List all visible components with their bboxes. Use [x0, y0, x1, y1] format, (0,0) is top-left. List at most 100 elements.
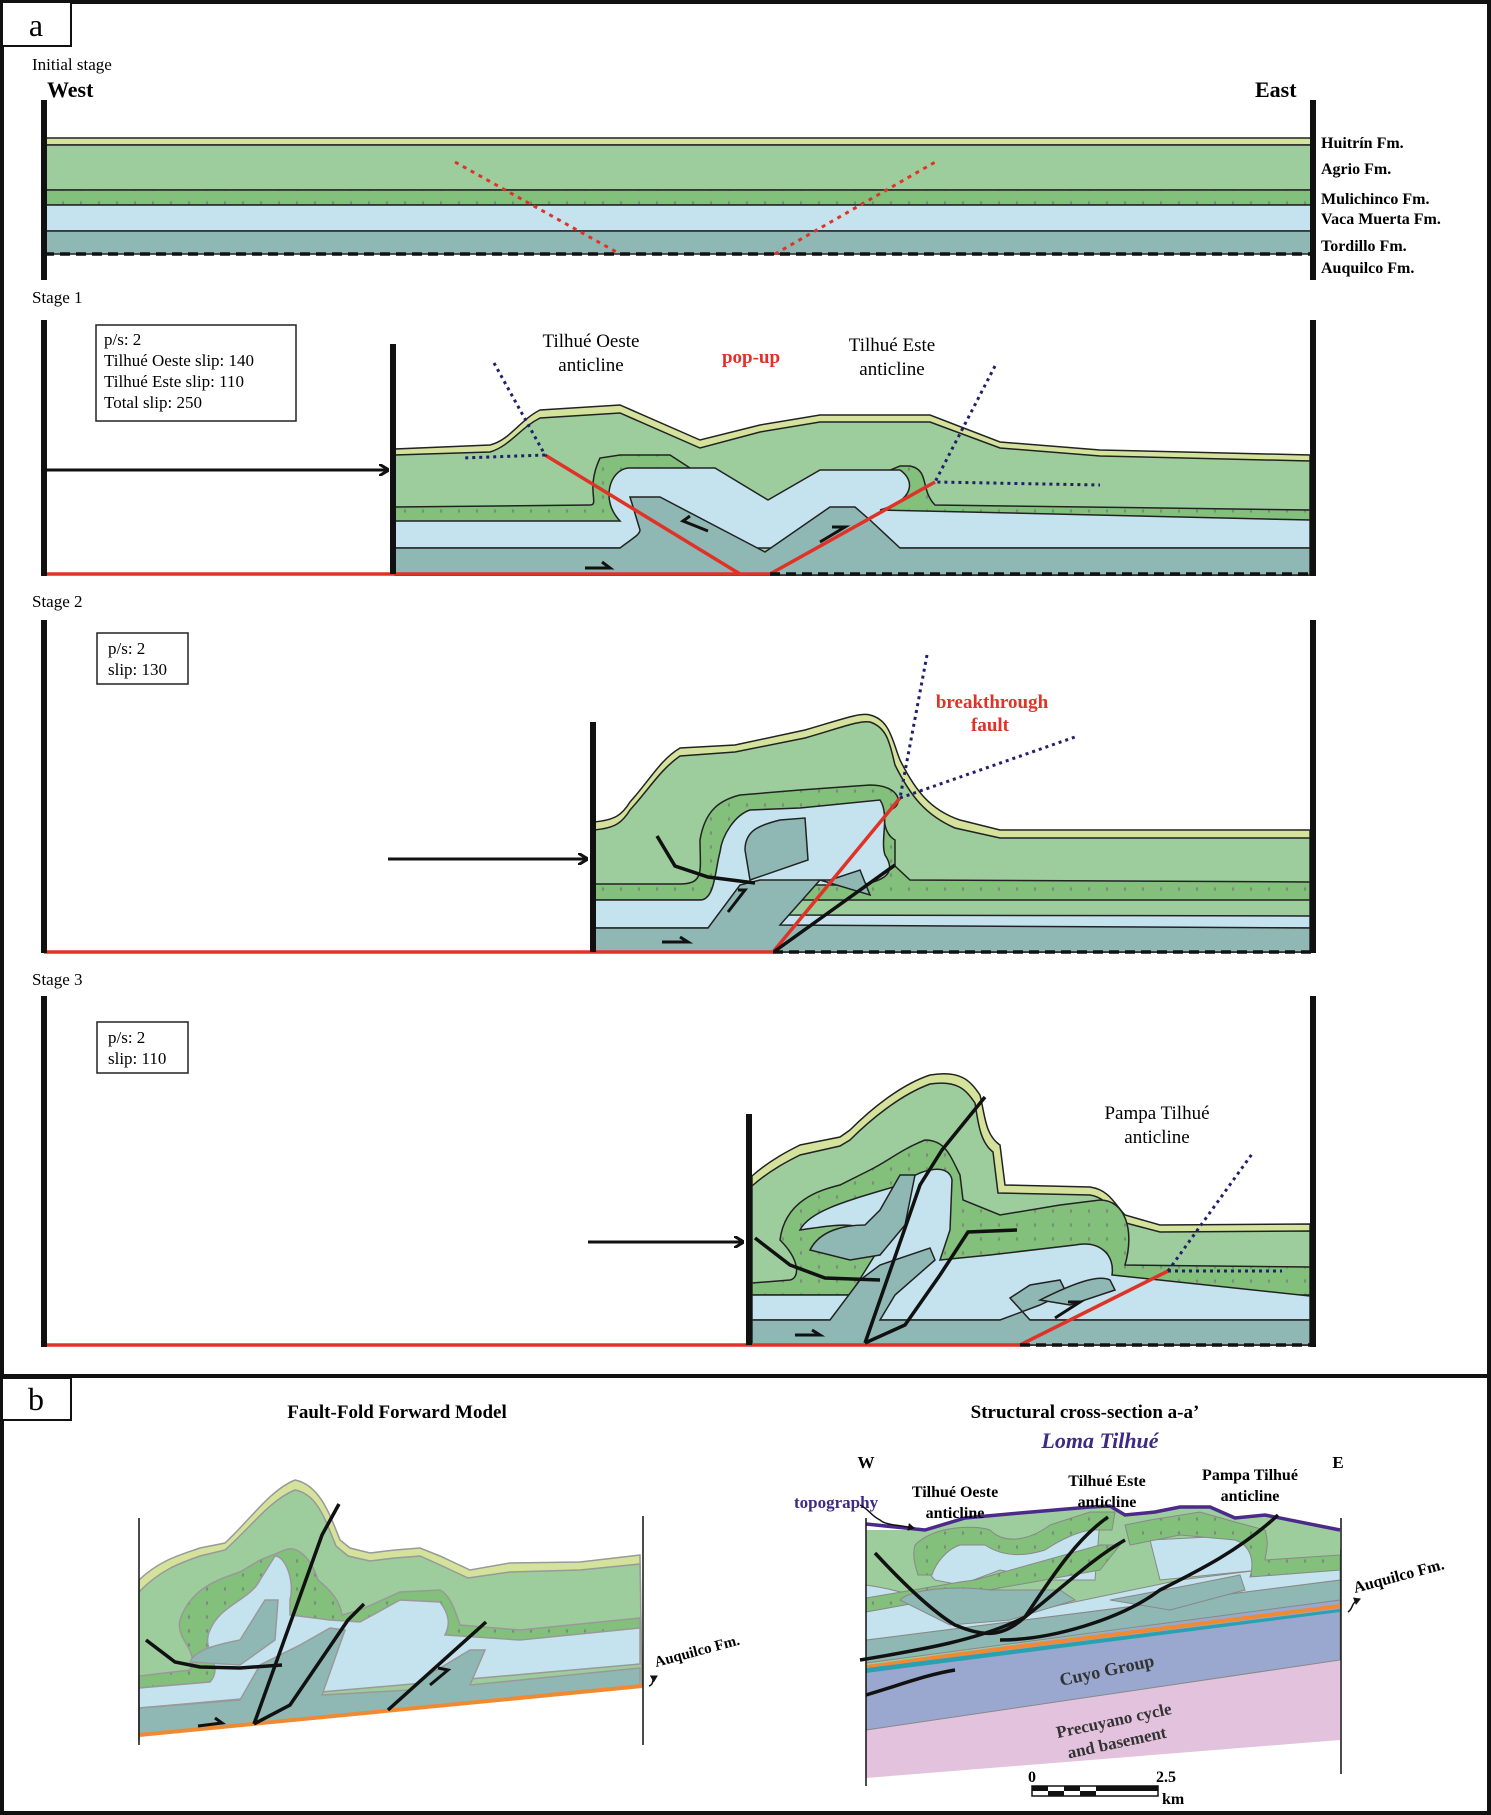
tilhue-este-label: Tilhué Este — [849, 335, 935, 356]
scale-segment — [1064, 1786, 1080, 1791]
formation-label: Agrio Fm. — [1321, 161, 1391, 178]
thrust-1 — [863, 1095, 987, 1344]
initial-stage: Initial stage West East Huitrín Fm. Agri… — [32, 55, 1441, 280]
tilhue-oeste-label: Tilhué Oeste — [912, 1484, 998, 1501]
main-thrust — [859, 1615, 1026, 1662]
scale-segment — [1048, 1791, 1064, 1796]
pampa-thrust — [999, 1513, 1280, 1642]
forward-model: Fault-Fold Forward Model Auquilco Fm. — [138, 1402, 742, 1745]
breakthrough-label: breakthrough — [936, 692, 1049, 713]
forward-model-title: Fault-Fold Forward Model — [287, 1402, 507, 1423]
panel-b-label-box — [1, 1377, 72, 1421]
scale-segment — [1096, 1786, 1158, 1791]
scale-segment — [1080, 1791, 1096, 1796]
info-line: p/s: 2 — [104, 330, 141, 349]
axial-surface — [899, 735, 1076, 800]
slip-arrow-icon — [197, 1716, 226, 1728]
pointer-arrow-icon — [648, 1675, 658, 1687]
deep-thrust — [865, 1668, 956, 1697]
thrust-1 — [252, 1503, 341, 1725]
axial-surface-east — [932, 365, 1101, 487]
info-line: p/s: 2 — [108, 1028, 145, 1047]
back-thrust — [655, 835, 756, 885]
panel-a-label: a — [29, 7, 43, 43]
tilhue-oeste-label: anticline — [558, 355, 623, 376]
tilhue-este-label: Tilhué Este — [1068, 1473, 1146, 1490]
layer-tordillo — [43, 230, 1313, 255]
pampa-tilhue-label: anticline — [1124, 1127, 1189, 1148]
back-thrust — [753, 1236, 881, 1282]
axial-surface-west — [461, 362, 548, 460]
stage-1-title: Stage 1 — [32, 288, 83, 307]
formation-legend: Huitrín Fm. Agrio Fm. Mulichinco Fm. Vac… — [1321, 135, 1441, 277]
stage-2-info-box — [96, 632, 189, 685]
scale-start: 0 — [1028, 1769, 1036, 1786]
formation-label: Vaca Muerta Fm. — [1321, 211, 1441, 228]
scale-bar: 0 2.5 km — [1028, 1769, 1185, 1808]
layer-agrio — [43, 144, 1313, 191]
pampa-tilhue-label: anticline — [1221, 1488, 1280, 1505]
loma-tilhue-title: Loma Tilhué — [1040, 1428, 1159, 1453]
topography-pointer-icon — [859, 1504, 915, 1531]
cross-section: Structural cross-section a-a’ Loma Tilhu… — [794, 1402, 1446, 1808]
layer-tordillo-hanging — [744, 817, 809, 881]
west-label: West — [47, 77, 94, 102]
stage-2-title: Stage 2 — [32, 592, 83, 611]
panel-b: b Fault-Fold Forward Model Auquilco Fm. — [1, 1377, 1446, 1808]
stage-3: Stage 3 p/s: 2 slip: 110 Pamp — [32, 970, 1316, 1347]
west-label: W — [858, 1453, 875, 1472]
axial-surface — [898, 654, 929, 799]
layer-tordillo — [394, 496, 1311, 576]
info-line: p/s: 2 — [108, 639, 145, 658]
back-thrust — [873, 1515, 1110, 1636]
formation-label: Auquilco Fm. — [1321, 260, 1414, 277]
tilhue-este-label: anticline — [1078, 1494, 1137, 1511]
auquilco-layer — [865, 1604, 1341, 1668]
thrust-2 — [864, 1228, 1018, 1345]
initial-stage-title: Initial stage — [32, 55, 112, 74]
forelimb-thrust — [773, 863, 897, 953]
topography-line — [865, 1504, 1341, 1532]
formation-label: Mulichinco Fm. — [1321, 191, 1429, 208]
popup-label: pop-up — [722, 347, 780, 368]
scale-segment — [1032, 1786, 1048, 1791]
thrust-2 — [253, 1602, 366, 1726]
stage-1-info-box — [95, 324, 297, 422]
future-fault-east — [774, 159, 938, 256]
layer-mulichinco-east — [1124, 1511, 1341, 1578]
tilhue-oeste-label: anticline — [926, 1505, 985, 1522]
layer-huitrin — [43, 137, 1313, 146]
formation-label: Huitrín Fm. — [1321, 135, 1404, 152]
panel-b-label: b — [28, 1381, 44, 1417]
layer-vaca-muerta — [43, 204, 1313, 232]
axial-surface — [1166, 1153, 1254, 1272]
stage-3-info-box — [96, 1021, 189, 1074]
auquilco-label: Auquilco Fm. — [653, 1633, 742, 1671]
slip-arrow-icon — [1054, 1300, 1086, 1320]
formation-label: Tordillo Fm. — [1321, 238, 1407, 255]
auquilco-label: Auquilco Fm. — [1352, 1556, 1447, 1597]
east-label: East — [1255, 77, 1297, 102]
info-line: Total slip: 250 — [104, 393, 202, 412]
slip-arrow-icon — [795, 1328, 826, 1337]
info-line: Tilhué Este slip: 110 — [104, 372, 244, 391]
slip-arrow-icon — [429, 1666, 452, 1687]
pampa-tilhue-label: Pampa Tilhué — [1104, 1103, 1209, 1124]
info-line: slip: 110 — [108, 1049, 166, 1068]
tilhue-este-label: anticline — [859, 359, 924, 380]
info-line: Tilhué Oeste slip: 140 — [104, 351, 254, 370]
slip-arrow-icon — [819, 525, 851, 544]
layer-mulichinco — [43, 189, 1313, 206]
pampa-tilhue-label: Pampa Tilhué — [1202, 1467, 1298, 1484]
panel-a-label-box — [1, 1, 72, 47]
thrust-branch — [1023, 1538, 1126, 1619]
info-line: slip: 130 — [108, 660, 167, 679]
slip-arrow-icon — [679, 514, 709, 533]
breakthrough-label: fault — [971, 715, 1010, 736]
stage-1: Stage 1 p/s: 2 Tilhué Oeste slip: 140 Ti… — [32, 288, 1316, 576]
scale-end: 2.5 — [1156, 1769, 1176, 1786]
layer-mulichinco-fold — [913, 1511, 1116, 1576]
slip-arrow-icon — [726, 888, 749, 913]
